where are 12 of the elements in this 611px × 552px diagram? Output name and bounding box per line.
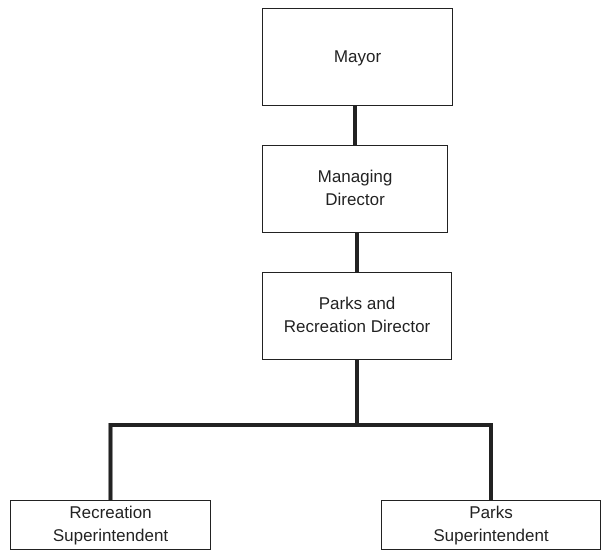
node-label: Managing Director [316, 166, 394, 211]
connector-line [355, 233, 359, 272]
org-box [262, 272, 452, 360]
node-label: Parks Superintendent [432, 502, 550, 547]
org-box [10, 500, 211, 550]
org-box [262, 8, 453, 106]
org-box [381, 500, 601, 550]
node-label: Parks and Recreation Director [282, 293, 432, 338]
org-box [262, 145, 448, 233]
node-label: Recreation Superintendent [52, 502, 170, 547]
node-label: Mayor [334, 46, 382, 68]
connector-line [353, 106, 357, 145]
